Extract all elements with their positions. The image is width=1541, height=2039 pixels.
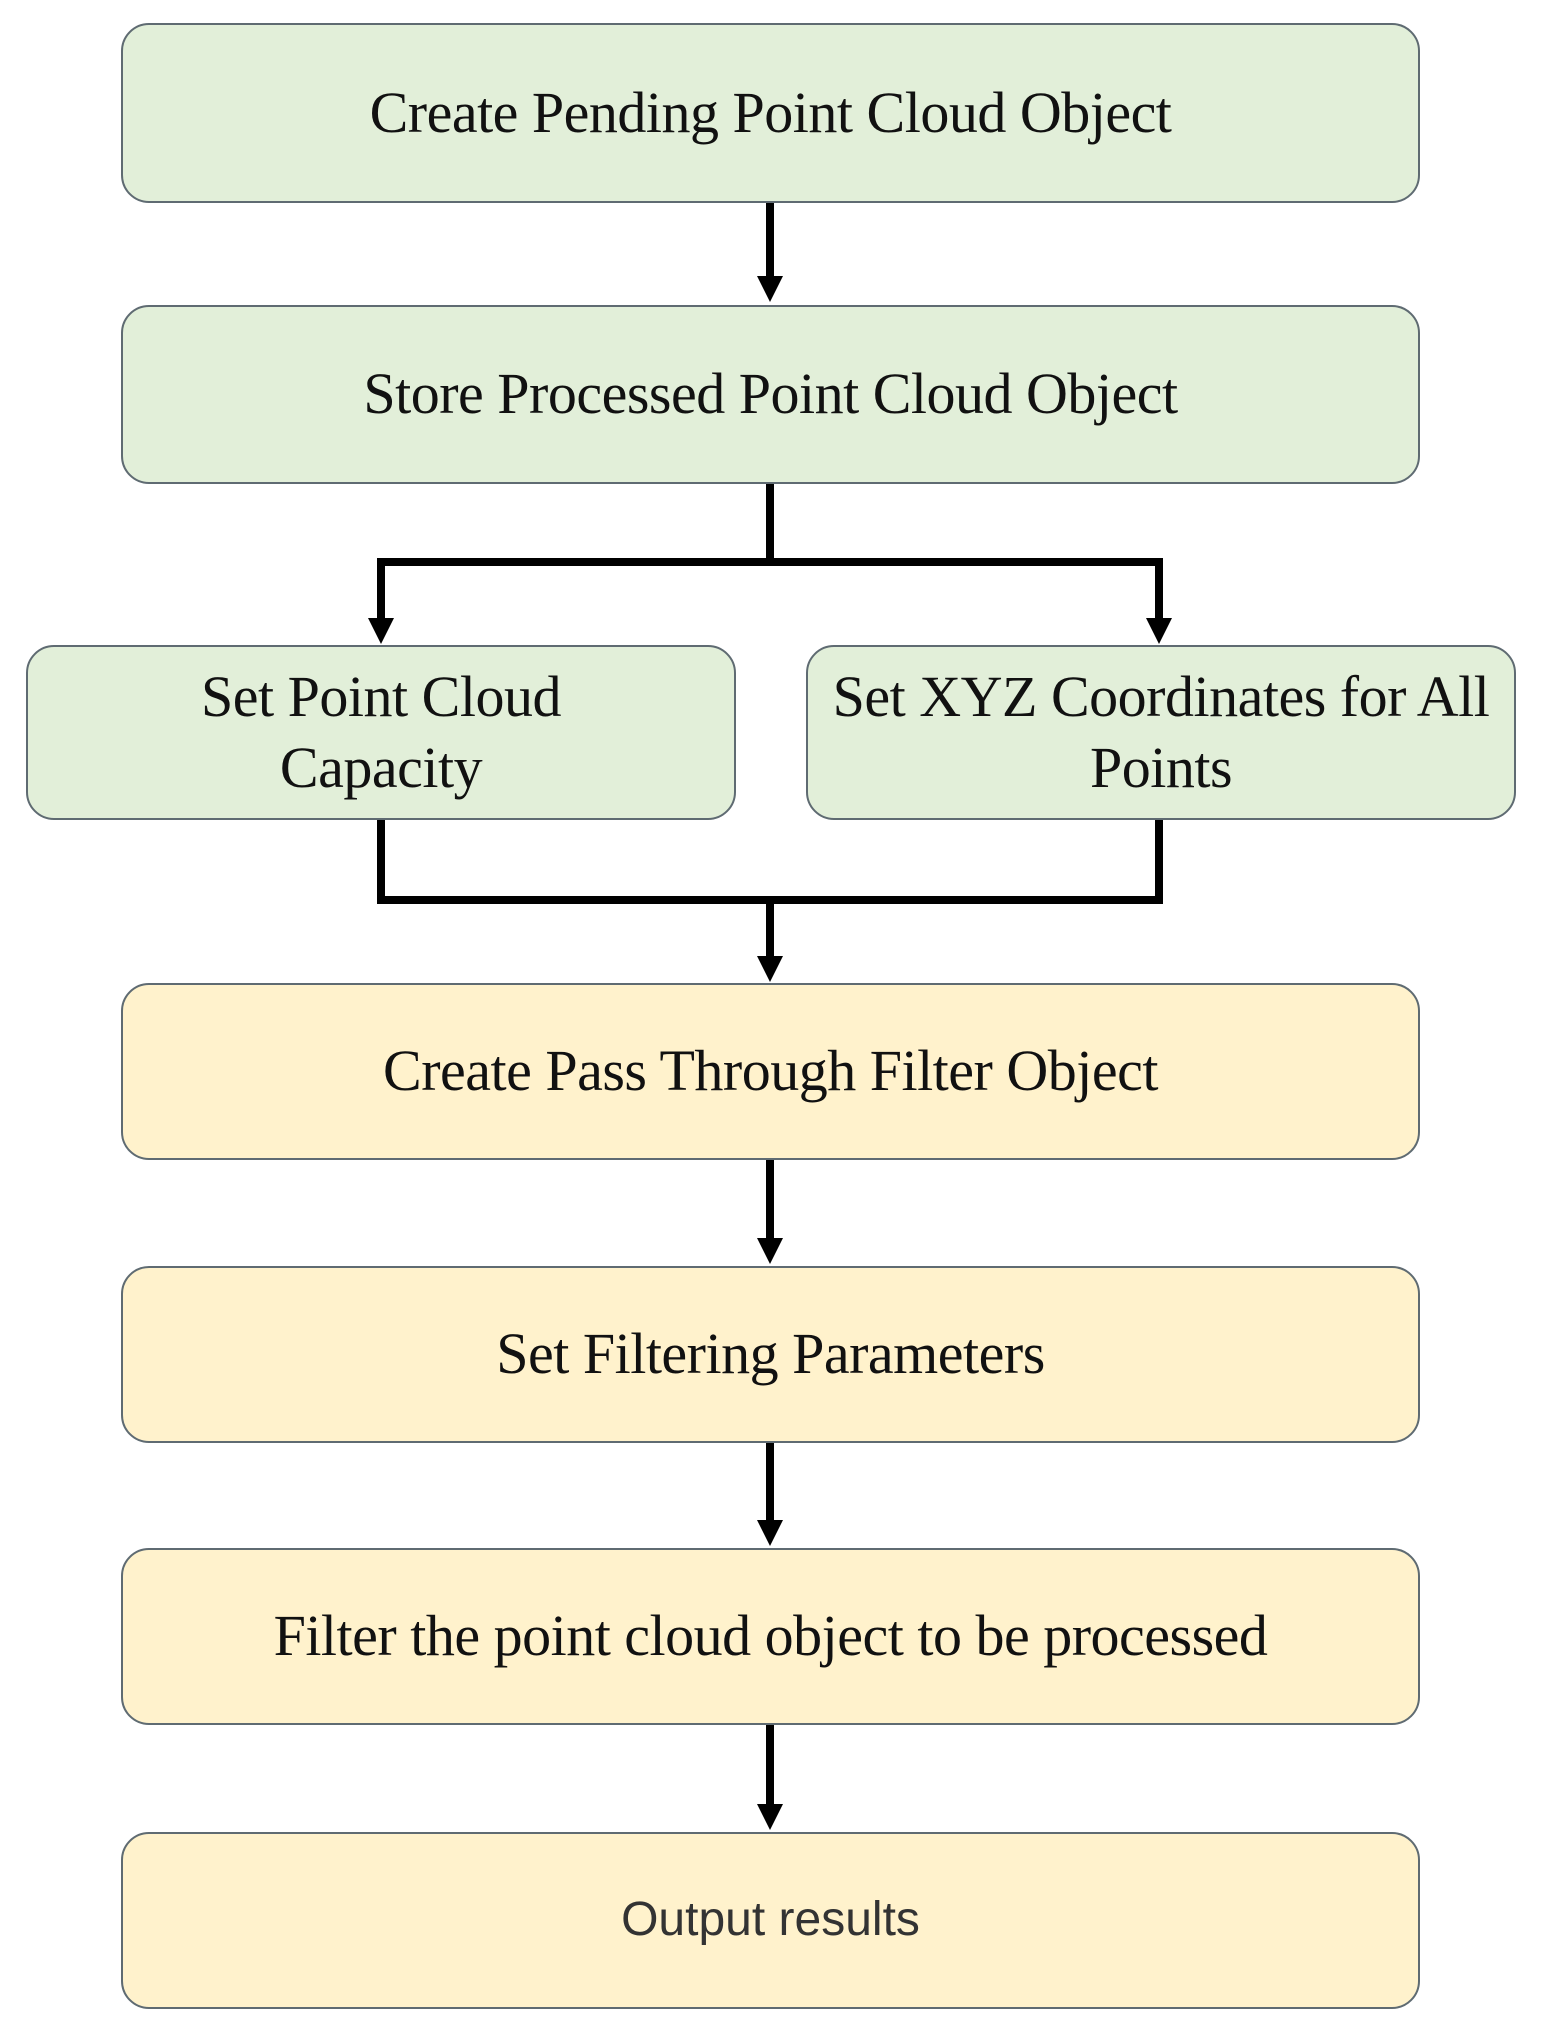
step-create-pass-through-filter: Create Pass Through Filter Object bbox=[121, 983, 1420, 1160]
step-filter-point-cloud: Filter the point cloud object to be proc… bbox=[121, 1548, 1420, 1725]
step-label: Set Point Cloud Capacity bbox=[201, 663, 561, 800]
step-create-pending-point-cloud: Create Pending Point Cloud Object bbox=[121, 23, 1420, 203]
step-label: Create Pending Point Cloud Object bbox=[369, 79, 1172, 145]
arrowhead-icon bbox=[1146, 618, 1172, 644]
step-set-point-cloud-capacity: Set Point Cloud Capacity bbox=[26, 645, 736, 820]
step-label: Create Pass Through Filter Object bbox=[383, 1038, 1158, 1104]
arrowhead-icon bbox=[757, 1238, 783, 1264]
step-output-results: Output results bbox=[121, 1832, 1420, 2009]
step-store-processed-point-cloud: Store Processed Point Cloud Object bbox=[121, 305, 1420, 484]
arrowhead-icon bbox=[757, 276, 783, 302]
step-label: Set Filtering Parameters bbox=[496, 1321, 1045, 1387]
arrowhead-icon bbox=[368, 618, 394, 644]
step-set-xyz-coordinates: Set XYZ Coordinates for All Points bbox=[806, 645, 1516, 820]
step-label: Set XYZ Coordinates for All Points bbox=[832, 663, 1490, 800]
step-label: Filter the point cloud object to be proc… bbox=[273, 1603, 1268, 1669]
step-label: Store Processed Point Cloud Object bbox=[363, 361, 1178, 427]
arrowhead-icon bbox=[757, 1520, 783, 1546]
arrowhead-icon bbox=[757, 956, 783, 982]
step-label: Output results bbox=[621, 1893, 920, 1947]
arrowhead-icon bbox=[757, 1804, 783, 1830]
step-set-filtering-parameters: Set Filtering Parameters bbox=[121, 1266, 1420, 1443]
